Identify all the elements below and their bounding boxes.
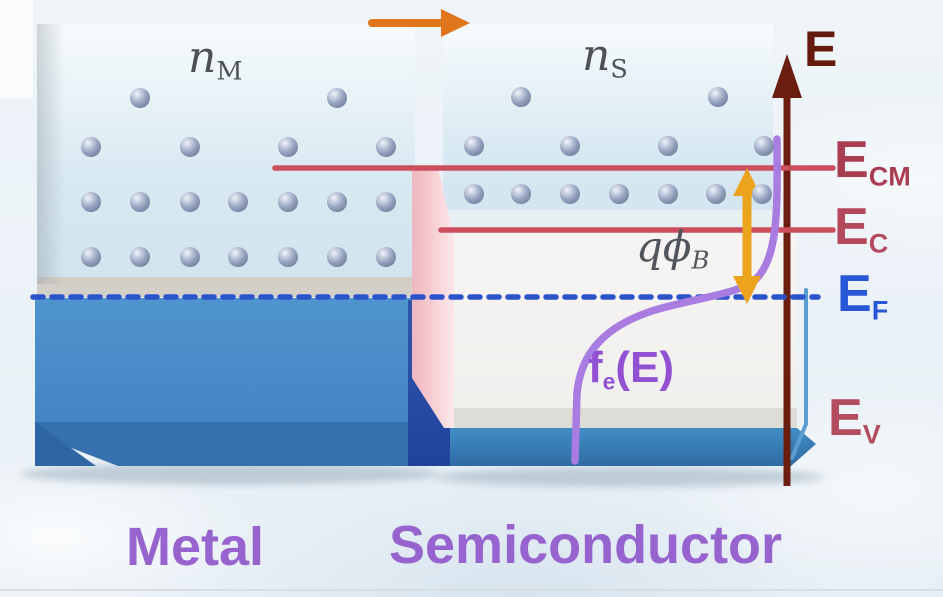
background-corner-block — [0, 0, 33, 98]
electron-dot — [511, 184, 531, 204]
electron-flow-arrow-icon — [368, 9, 470, 37]
electron-dot — [658, 184, 678, 204]
metal-density-label: nM — [188, 36, 242, 85]
metal-density-sub: M — [216, 56, 243, 87]
electron-dot — [609, 184, 629, 204]
semiconductor-density-base: n — [582, 30, 611, 81]
electron-dot — [376, 192, 396, 212]
fermi-function-label: fe(E) — [588, 343, 675, 395]
energy-axis-arrowhead-icon — [772, 54, 802, 98]
electron-dot — [81, 137, 101, 157]
electron-dot — [708, 87, 728, 107]
ecm-sub: CM — [868, 161, 911, 192]
ecm-base: E — [834, 131, 869, 189]
barrier-height-label: qϕB — [636, 226, 709, 273]
electron-dot — [327, 88, 347, 108]
fermi-fn-suffix: (E) — [615, 343, 675, 392]
electron-dot — [130, 192, 150, 212]
metal-electron-dots — [81, 88, 396, 267]
electron-dot — [376, 137, 396, 157]
electron-dot — [327, 247, 347, 267]
electron-dot — [278, 247, 298, 267]
semiconductor-slab-gray-strip — [450, 408, 797, 428]
electron-dot — [327, 192, 347, 212]
electron-dot — [130, 88, 150, 108]
ev-base: E — [828, 389, 863, 447]
electron-dot — [752, 184, 772, 204]
electron-dot — [560, 184, 580, 204]
electron-dot — [560, 136, 580, 156]
fermi-fn-sub: e — [602, 368, 616, 395]
semiconductor-panel-bottom-strip — [443, 210, 773, 228]
semiconductor-block-shadow — [435, 467, 825, 487]
metal-block-bevel — [35, 422, 415, 466]
fermi-function-curve — [571, 135, 781, 465]
energy-axis — [772, 54, 802, 486]
electron-dot — [658, 136, 678, 156]
barrier-arrow-head-down — [733, 276, 761, 304]
metal-density-base: n — [188, 32, 217, 83]
metal-block-face — [35, 298, 415, 425]
electron-dot — [511, 87, 531, 107]
metal-block-bevel-corner — [35, 422, 96, 466]
region-label-semiconductor: Semiconductor — [389, 518, 782, 572]
electron-dot — [180, 192, 200, 212]
metal-region-text: Metal — [126, 517, 265, 577]
metal-block — [35, 298, 415, 466]
electron-dot — [228, 192, 248, 212]
metal-panel-bottom-strip — [37, 277, 415, 297]
electron-dot — [464, 136, 484, 156]
electron-dot — [706, 184, 726, 204]
electron-dot — [180, 247, 200, 267]
energy-axis-label-text: E — [804, 21, 838, 77]
label-ecm: ECM — [834, 131, 911, 190]
semiconductor-density-label: nS — [582, 34, 628, 83]
ef-base: E — [837, 265, 872, 323]
barrier-label-base: qϕ — [636, 222, 692, 271]
electron-dot — [754, 136, 774, 156]
semiconductor-slab — [450, 230, 816, 466]
ec-base: E — [834, 198, 869, 256]
metal-panel-left-shadow — [37, 24, 65, 284]
electron-dot — [278, 137, 298, 157]
label-ef: EF — [837, 265, 888, 324]
electron-dot — [81, 247, 101, 267]
ef-sub: F — [871, 295, 889, 326]
semiconductor-slab-face — [450, 230, 797, 428]
electron-dot — [180, 137, 200, 157]
electron-dot — [81, 192, 101, 212]
electron-dot — [376, 247, 396, 267]
fermi-fn-base: f — [588, 343, 603, 392]
semiconductor-region-text: Semiconductor — [389, 515, 783, 575]
flow-arrow-head — [441, 9, 470, 37]
metal-block-shadow — [20, 463, 440, 485]
bottom-edge-line — [0, 589, 943, 591]
electron-dot — [228, 247, 248, 267]
region-label-metal: Metal — [126, 520, 264, 574]
ev-sub: V — [862, 419, 881, 450]
electron-dot — [464, 184, 484, 204]
semiconductor-slab-right-edge — [790, 288, 808, 460]
semiconductor-electron-dots — [464, 87, 774, 204]
ec-sub: C — [868, 228, 889, 259]
label-ec: EC — [834, 198, 888, 257]
semiconductor-density-sub: S — [610, 54, 628, 85]
label-ev: EV — [828, 389, 881, 448]
energy-axis-label: E — [804, 24, 837, 74]
barrier-label-sub: B — [691, 245, 710, 275]
semiconductor-valence-band — [450, 428, 816, 466]
electron-dot — [130, 247, 150, 267]
electron-dot — [278, 192, 298, 212]
